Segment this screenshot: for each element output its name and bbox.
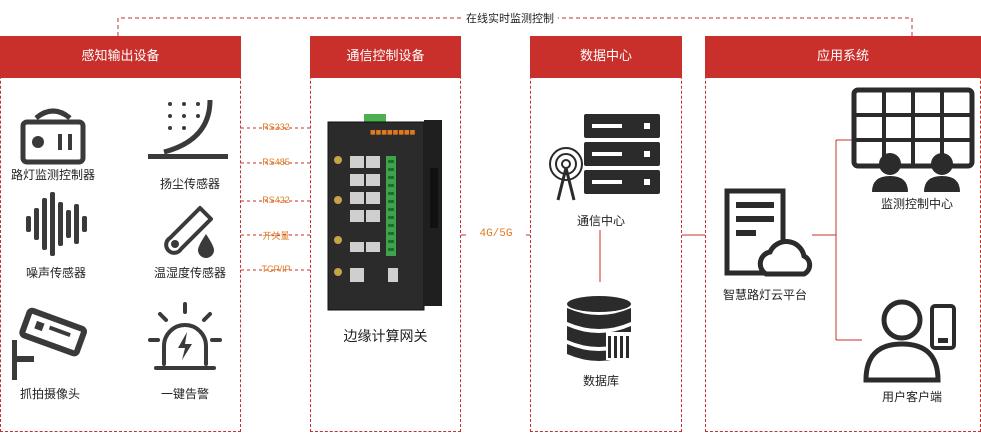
interface-label-rs422: RS422 xyxy=(262,195,290,205)
streetlight-controller-icon xyxy=(20,108,86,165)
sensing-item-dust-sensor: 扬尘传感器 xyxy=(159,177,220,191)
edge-gateway-device: ■■■■■■■■ xyxy=(327,114,442,311)
camera-icon xyxy=(12,307,88,380)
temperature-humidity-icon xyxy=(164,206,214,258)
data-center-panel-title: 数据中心 xyxy=(530,36,682,78)
top-feedback-label: 在线实时监测控制 xyxy=(462,10,558,26)
sensing-item-streetlight-controller: 路灯监测控制器 xyxy=(10,168,95,182)
sensing-panel-title: 感知输出设备 xyxy=(0,36,241,78)
cloud-platform-icon xyxy=(724,188,813,277)
apps-item-monitoring-center: 监测控制中心 xyxy=(880,197,953,211)
cloud-platform-label: 智慧路灯云平台 xyxy=(722,288,807,302)
link-label-4g5g: 4G/5G xyxy=(466,228,526,240)
comm-panel-title: 通信控制设备 xyxy=(310,36,461,78)
sensing-item-noise-sensor: 噪声传感器 xyxy=(25,266,86,280)
noise-sensor-icon xyxy=(26,192,87,256)
interface-label-tcpip: TCP/IP xyxy=(261,264,291,274)
dust-sensor-icon xyxy=(148,99,228,159)
apps-item-user-client: 用户客户端 xyxy=(881,390,942,404)
edge-gateway-label: 边缘计算网关 xyxy=(343,329,428,345)
sensing-item-temperature-humidity: 温湿度传感器 xyxy=(153,266,226,280)
data-center-item-communication: 通信中心 xyxy=(576,214,625,228)
communication-center-icon xyxy=(549,114,660,201)
svg-text:■■■■■■■■: ■■■■■■■■ xyxy=(370,129,416,136)
interface-label-rs232: RS232 xyxy=(262,122,290,132)
data-center-item-database: 数据库 xyxy=(582,374,619,388)
interface-label-rs485: RS485 xyxy=(262,157,290,167)
sensing-item-camera: 抓拍摄像头 xyxy=(19,387,80,401)
alarm-icon xyxy=(148,302,222,370)
interface-label-switch: 开关量 xyxy=(262,231,290,241)
user-client-icon xyxy=(863,299,956,383)
apps-panel-title: 应用系统 xyxy=(705,36,981,78)
sensing-item-alarm: 一键告警 xyxy=(160,387,209,401)
monitoring-center-icon xyxy=(851,87,975,192)
database-icon xyxy=(567,296,632,361)
